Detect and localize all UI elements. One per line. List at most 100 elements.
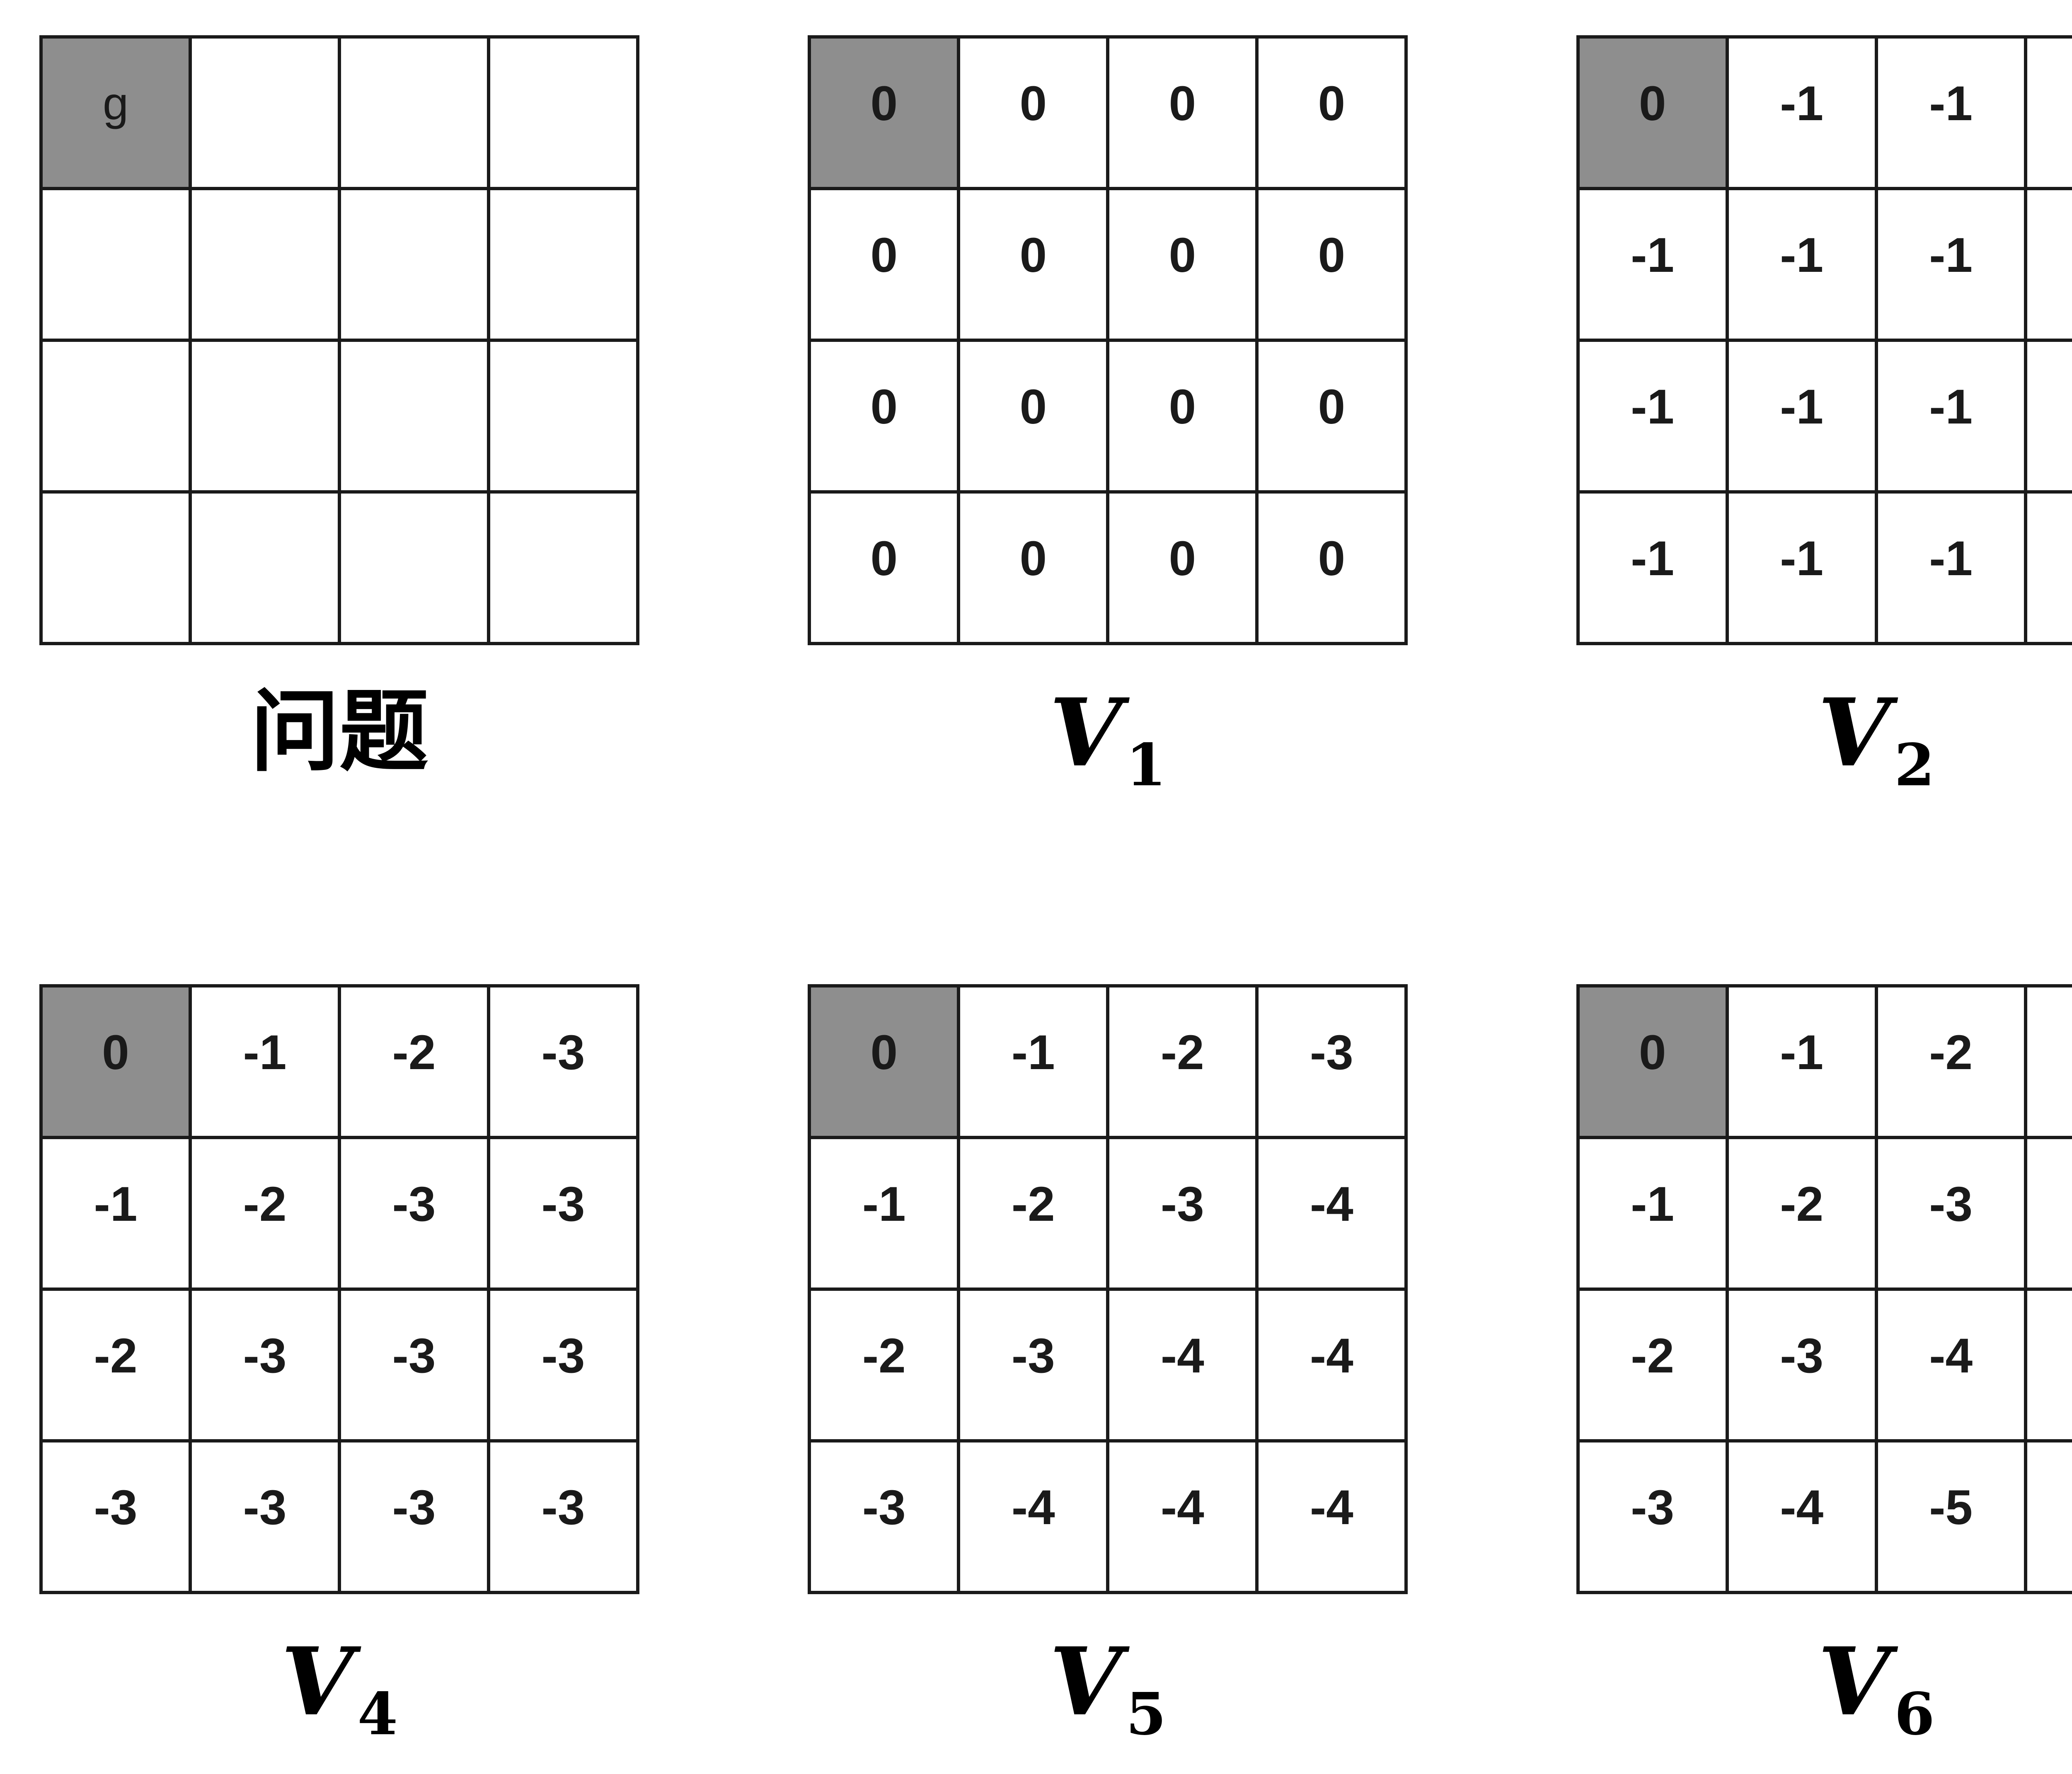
value-grid-problem: g	[39, 35, 639, 645]
grid-cell: -1	[1727, 986, 1876, 1137]
grid-cell	[41, 189, 190, 340]
grid-cell: -1	[959, 986, 1108, 1137]
grid-cell: -1	[1578, 492, 1727, 644]
grid-cell: -4	[959, 1441, 1108, 1592]
label-base: V	[1818, 678, 1890, 788]
grid-cell: -3	[489, 986, 638, 1137]
goal-cell: 0	[1578, 986, 1727, 1137]
grid-cell: -3	[190, 1441, 339, 1592]
grid-cell: -2	[959, 1137, 1108, 1289]
grid-cell: -3	[1257, 986, 1406, 1137]
grid-cell	[190, 37, 339, 189]
grid-cell: -3	[1578, 1441, 1727, 1592]
grid-cell: -3	[190, 1289, 339, 1441]
grid-cell	[41, 492, 190, 644]
goal-cell: 0	[41, 986, 190, 1137]
label-base: V	[1818, 1627, 1890, 1737]
grid-cell: -1	[190, 986, 339, 1137]
grid-cell	[489, 340, 638, 492]
goal-cell: 0	[809, 986, 959, 1137]
grid-cell: 0	[809, 340, 959, 492]
grid-cell: -5	[2025, 1441, 2072, 1592]
grid-cell: -1	[2025, 37, 2072, 189]
grid-cell: -1	[1727, 492, 1876, 644]
grid-cell: -3	[339, 1137, 489, 1289]
grid-cell: -2	[809, 1289, 959, 1441]
value-grid-v5: 0-1-2-3-1-2-3-4-2-3-4-4-3-4-4-4	[808, 984, 1408, 1594]
grid-cell: -3	[489, 1289, 638, 1441]
figure-v2: 0-1-1-1-1-1-1-1-1-1-1-1-1-1-1-1V2	[1576, 35, 2072, 799]
grid-cell: -2	[339, 986, 489, 1137]
grid-cell: -3	[1727, 1289, 1876, 1441]
grid-cell: -1	[1876, 340, 2026, 492]
grid-cell: -2	[190, 1137, 339, 1289]
grid-cell: 0	[1257, 492, 1406, 644]
goal-cell: 0	[809, 37, 959, 189]
grid-cell: 0	[809, 189, 959, 340]
grid-cell: -2	[1727, 1137, 1876, 1289]
grid-cell	[190, 492, 339, 644]
grid-cell: -4	[1876, 1289, 2026, 1441]
grid-cell	[489, 492, 638, 644]
grid-cell: -4	[1108, 1441, 1257, 1592]
grid-cell: -3	[809, 1441, 959, 1592]
grid-cell: -1	[2025, 340, 2072, 492]
label-base: V	[1049, 678, 1122, 788]
grid-cell	[190, 340, 339, 492]
figure-v6: 0-1-2-3-1-2-3-4-2-3-4-5-3-4-5-5V6	[1576, 984, 2072, 1748]
grid-cell: -3	[489, 1441, 638, 1592]
grid-cell	[339, 492, 489, 644]
grid-cell: 0	[1108, 340, 1257, 492]
grid-cell: -3	[1876, 1137, 2026, 1289]
grid-cell: -4	[1257, 1441, 1406, 1592]
grid-cell: -4	[1108, 1289, 1257, 1441]
grid-cell: -3	[339, 1289, 489, 1441]
grid-cell: -1	[1578, 189, 1727, 340]
grid-cell: 0	[1257, 37, 1406, 189]
grid-cell: 0	[1108, 189, 1257, 340]
goal-cell: g	[41, 37, 190, 189]
grid-cell: -3	[41, 1441, 190, 1592]
grid-cell: -3	[489, 1137, 638, 1289]
grid-cell: -1	[1578, 340, 1727, 492]
grid-cell	[339, 189, 489, 340]
grid-cell: -1	[809, 1137, 959, 1289]
grid-cell: -2	[1108, 986, 1257, 1137]
grid-cell	[489, 37, 638, 189]
grid-cell: -1	[1578, 1137, 1727, 1289]
grid-cell: -5	[2025, 1289, 2072, 1441]
grid-cell: -3	[1108, 1137, 1257, 1289]
grid-cell: -4	[1257, 1137, 1406, 1289]
grid-cell: 0	[1257, 189, 1406, 340]
grid-cell: 0	[959, 340, 1108, 492]
value-grid-v4: 0-1-2-3-1-2-3-3-2-3-3-3-3-3-3-3	[39, 984, 639, 1594]
figure-label: 问题	[250, 679, 428, 784]
grid-cell: 0	[1108, 492, 1257, 644]
grid-cell: -1	[1727, 189, 1876, 340]
grid-cell: -2	[41, 1289, 190, 1441]
grid-cell: -1	[2025, 492, 2072, 644]
value-grid-v2: 0-1-1-1-1-1-1-1-1-1-1-1-1-1-1-1	[1576, 35, 2072, 645]
grid-cell: -4	[2025, 1137, 2072, 1289]
grid-cell: -1	[1727, 340, 1876, 492]
grid-cell: -2	[1876, 986, 2026, 1137]
grid-cell: 0	[959, 189, 1108, 340]
grid-cell	[41, 340, 190, 492]
grid-cell: -1	[2025, 189, 2072, 340]
label-base: V	[281, 1627, 353, 1737]
grid-cell: 0	[959, 37, 1108, 189]
grid-cell: -3	[2025, 986, 2072, 1137]
grid-cell: 0	[809, 492, 959, 644]
label-base: V	[1049, 1627, 1122, 1737]
